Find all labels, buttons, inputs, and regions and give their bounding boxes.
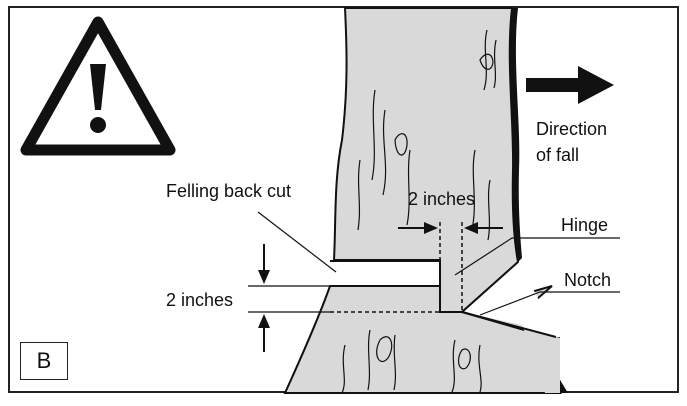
label-notch: Notch xyxy=(564,270,612,290)
label-felling-back-cut: Felling back cut xyxy=(166,181,292,201)
direction-arrow-icon xyxy=(526,66,614,104)
hinge-leader xyxy=(454,237,620,276)
warning-triangle-icon xyxy=(20,16,176,156)
label-hinge: Hinge xyxy=(561,215,609,235)
label-back-cut-height: 2 inches xyxy=(166,290,234,310)
back-cut-gap xyxy=(330,261,439,285)
bark-edge-right xyxy=(509,8,522,262)
felling-back-cut-leader xyxy=(257,211,337,273)
bark-texture xyxy=(341,29,497,394)
panel-letter-box: B xyxy=(20,342,68,380)
hinge-width-arrows xyxy=(398,222,503,234)
label-hinge-width: 2 inches xyxy=(408,189,476,209)
label-direction: Direction xyxy=(536,119,608,139)
notch-leader xyxy=(479,291,620,316)
back-cut-height-arrows xyxy=(248,244,330,352)
label-of-fall: of fall xyxy=(536,145,580,165)
